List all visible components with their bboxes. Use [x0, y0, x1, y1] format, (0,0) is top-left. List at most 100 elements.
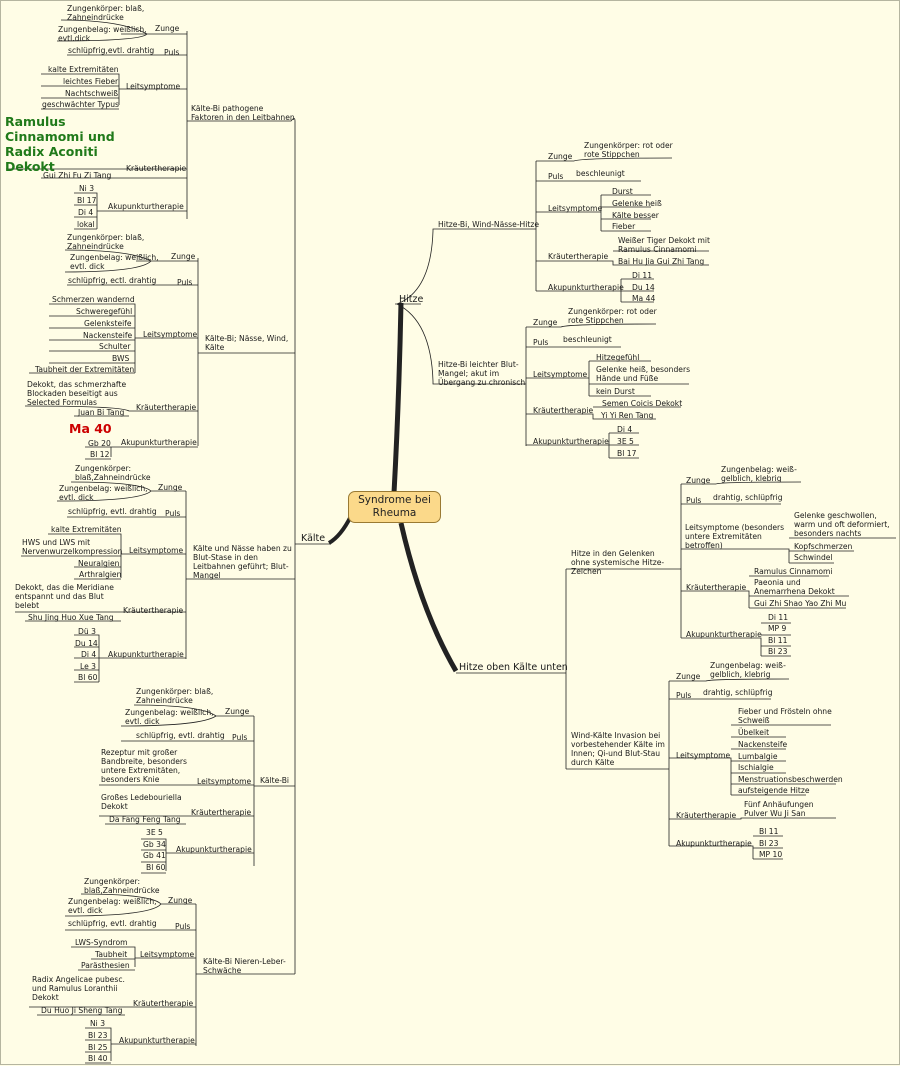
leaf-text: Zungenbelag: weißlich, evtl. dick — [125, 708, 214, 726]
node-akupunkturtherapie[interactable]: Akupunkturtherapie — [548, 283, 624, 292]
leaf-point: Ni 3 — [90, 1019, 106, 1028]
leaf-text: geschwächter Typus — [42, 100, 120, 109]
branch-kaelte[interactable]: Kälte — [301, 533, 326, 544]
node-zunge[interactable]: Zunge — [171, 252, 196, 261]
leaf-text: Paeonia und Anemarrhena Dekokt — [754, 578, 835, 596]
leaf-point: Du 14 — [75, 639, 98, 648]
leaf-text: Schwindel — [794, 553, 833, 562]
leaf-text: Rezeptur mit großer Bandbreite, besonder… — [101, 748, 188, 784]
node-kraeutertherapie[interactable]: Kräutertherapie — [686, 583, 747, 592]
leaf-text: Zungenbelag: weißlich, evtl. dick — [68, 897, 157, 915]
node-wind-kaelte-invasion[interactable]: Wind-Kälte Invasion bei vorbestehender K… — [571, 731, 665, 767]
node-puls[interactable]: Puls — [232, 733, 248, 742]
leaf-text: schlüpfrig, evtl. drahtig — [136, 731, 225, 740]
leaf-point: Bl 17 — [77, 196, 97, 205]
leaf-text: Zungenbelag: weißlich, evtl.dick — [58, 25, 147, 43]
node-akupunkturtherapie[interactable]: Akupunkturtherapie — [686, 630, 762, 639]
leaf-point: 3E 5 — [146, 828, 163, 837]
node-zunge[interactable]: Zunge — [676, 672, 701, 681]
node-kraeutertherapie[interactable]: Kräutertherapie — [136, 403, 197, 412]
leaf-text: Schulter — [99, 342, 131, 351]
node-akupunkturtherapie[interactable]: Akupunkturtherapie — [533, 437, 609, 446]
leaf-text: Taubheit — [95, 950, 128, 959]
node-leitsymptome[interactable]: Leitsymptome — [676, 751, 731, 760]
node-kaelte-bi-pathogene[interactable]: Kälte-Bi pathogene Faktoren in den Leitb… — [191, 104, 295, 122]
leaf-text: Ramulus Cinnamomi — [754, 567, 833, 576]
leaf-text: Gui Zhi Fu Zi Tang — [43, 171, 112, 180]
node-kraeutertherapie[interactable]: Kräutertherapie — [548, 252, 609, 261]
node-kraeutertherapie[interactable]: Kräutertherapie — [133, 999, 194, 1008]
node-akupunkturtherapie[interactable]: Akupunkturtherapie — [121, 438, 197, 447]
leaf-text: Du Huo Ji Sheng Tang — [41, 1006, 123, 1015]
branch-hitze-oben-kaelte-unten[interactable]: Hitze oben Kälte unten — [459, 662, 568, 673]
node-kaelte-bi[interactable]: Kälte-Bi — [260, 776, 290, 785]
node-zunge[interactable]: Zunge — [548, 152, 573, 161]
leaf-point: Bl 17 — [617, 449, 637, 458]
node-kaelte-naesse-blutstase[interactable]: Kälte und Nässe haben zu Blut-Stase in d… — [193, 544, 292, 580]
node-kraeutertherapie[interactable]: Kräutertherapie — [123, 606, 184, 615]
node-puls[interactable]: Puls — [164, 48, 180, 57]
node-puls[interactable]: Puls — [676, 691, 692, 700]
node-leitsymptome[interactable]: Leitsymptome — [533, 370, 588, 379]
node-leitsymptome[interactable]: Leitsymptome — [197, 777, 252, 786]
node-hitze-bi-leichter[interactable]: Hitze-Bi leichter Blut-Mangel; akut im Ü… — [438, 360, 526, 387]
node-puls[interactable]: Puls — [165, 509, 181, 518]
node-hitze-in-gelenken[interactable]: Hitze in den Gelenken ohne systemische H… — [571, 549, 665, 576]
node-akupunkturtherapie[interactable]: Akupunkturtherapie — [676, 839, 752, 848]
branch-kaelte-line — [327, 515, 353, 545]
node-leitsymptome[interactable]: Leitsymptome (besonders untere Extremitä… — [685, 523, 785, 550]
leaf-point: Bl 40 — [88, 1054, 108, 1063]
leaf-herb-highlight: Ramulus Cinnamomi und Radix Aconiti Deko… — [5, 114, 115, 174]
node-leitsymptome[interactable]: Leitsymptome — [140, 950, 195, 959]
node-akupunkturtherapie[interactable]: Akupunkturtherapie — [108, 650, 184, 659]
node-kraeutertherapie[interactable]: Kräutertherapie — [533, 406, 594, 415]
leaf-text: Übelkeit — [738, 728, 770, 737]
node-zunge[interactable]: Zunge — [686, 476, 711, 485]
leaf-point: Di 4 — [81, 650, 97, 659]
node-puls[interactable]: Puls — [533, 338, 549, 347]
leaf-text: Zungenbelag: weißlich, evtl. dick — [59, 484, 148, 502]
leaf-text: Fieber — [612, 222, 636, 231]
node-leitsymptome[interactable]: Leitsymptome — [126, 82, 181, 91]
node-puls[interactable]: Puls — [686, 496, 702, 505]
node-puls[interactable]: Puls — [175, 922, 191, 931]
node-leitsymptome[interactable]: Leitsymptome — [548, 204, 603, 213]
node-kraeutertherapie[interactable]: Kräutertherapie — [676, 811, 737, 820]
leaf-text: Gelenke heiß — [612, 199, 662, 208]
node-leitsymptome[interactable]: Leitsymptome — [143, 330, 198, 339]
node-puls[interactable]: Puls — [548, 172, 564, 181]
leaf-point: Bl 60 — [78, 673, 98, 682]
node-leitsymptome[interactable]: Leitsymptome — [129, 546, 184, 555]
leaf-text: Zungenbelag: weiß-gelblich, klebrig — [721, 465, 797, 483]
node-zunge[interactable]: Zunge — [225, 707, 250, 716]
leaf-text: Dekokt, das schmerzhafte Blockaden besei… — [27, 380, 127, 407]
branch-hitze[interactable]: Hitze — [399, 294, 424, 305]
leaf-text: Zungenbelag: weißlich, evtl. dick — [70, 253, 159, 271]
node-akupunkturtherapie[interactable]: Akupunkturtherapie — [108, 202, 184, 211]
node-kaelte-bi-nieren-leber[interactable]: Kälte-Bi Nieren-Leber-Schwäche — [203, 957, 286, 975]
node-zunge[interactable]: Zunge — [168, 896, 193, 905]
leaf-text: Weißer Tiger Dekokt mit Ramulus Cinnamom… — [618, 236, 710, 254]
leaf-text: Gelenksteife — [84, 319, 132, 328]
root-topic[interactable]: Syndrome bei Rheuma — [348, 491, 441, 523]
node-zunge[interactable]: Zunge — [155, 24, 180, 33]
leaf-point: Di 11 — [768, 613, 789, 622]
node-akupunkturtherapie[interactable]: Akupunkturtherapie — [176, 845, 252, 854]
node-kraeutertherapie[interactable]: Kräutertherapie — [191, 808, 252, 817]
node-puls[interactable]: Puls — [177, 278, 193, 287]
leaf-text: Hitzegefühl — [596, 353, 640, 362]
leaf-text: Nackensteife — [83, 331, 133, 340]
leaf-text: Fieber und Frösteln ohne Schweiß — [738, 707, 832, 725]
node-kraeutertherapie[interactable]: Kräutertherapie — [126, 164, 187, 173]
node-hitze-bi-wind[interactable]: Hitze-Bi, Wind-Nässe-Hitze — [438, 220, 540, 229]
leaf-point: MP 10 — [759, 850, 783, 859]
node-akupunkturtherapie[interactable]: Akupunkturtherapie — [119, 1036, 195, 1045]
node-zunge[interactable]: Zunge — [158, 483, 183, 492]
leaf-text: Kälte besser — [612, 211, 659, 220]
node-zunge[interactable]: Zunge — [533, 318, 558, 327]
branch-hok-line — [398, 522, 459, 673]
leaf-text: Zungenkörper: rot oder rote Stippchen — [568, 307, 657, 325]
leaf-text: leichtes Fieber — [63, 77, 119, 86]
leaf-text: Shu Jing Huo Xue Tang — [28, 613, 114, 622]
node-kaelte-bi-naesse[interactable]: Kälte-Bi; Nässe, Wind, Kälte — [205, 334, 289, 352]
